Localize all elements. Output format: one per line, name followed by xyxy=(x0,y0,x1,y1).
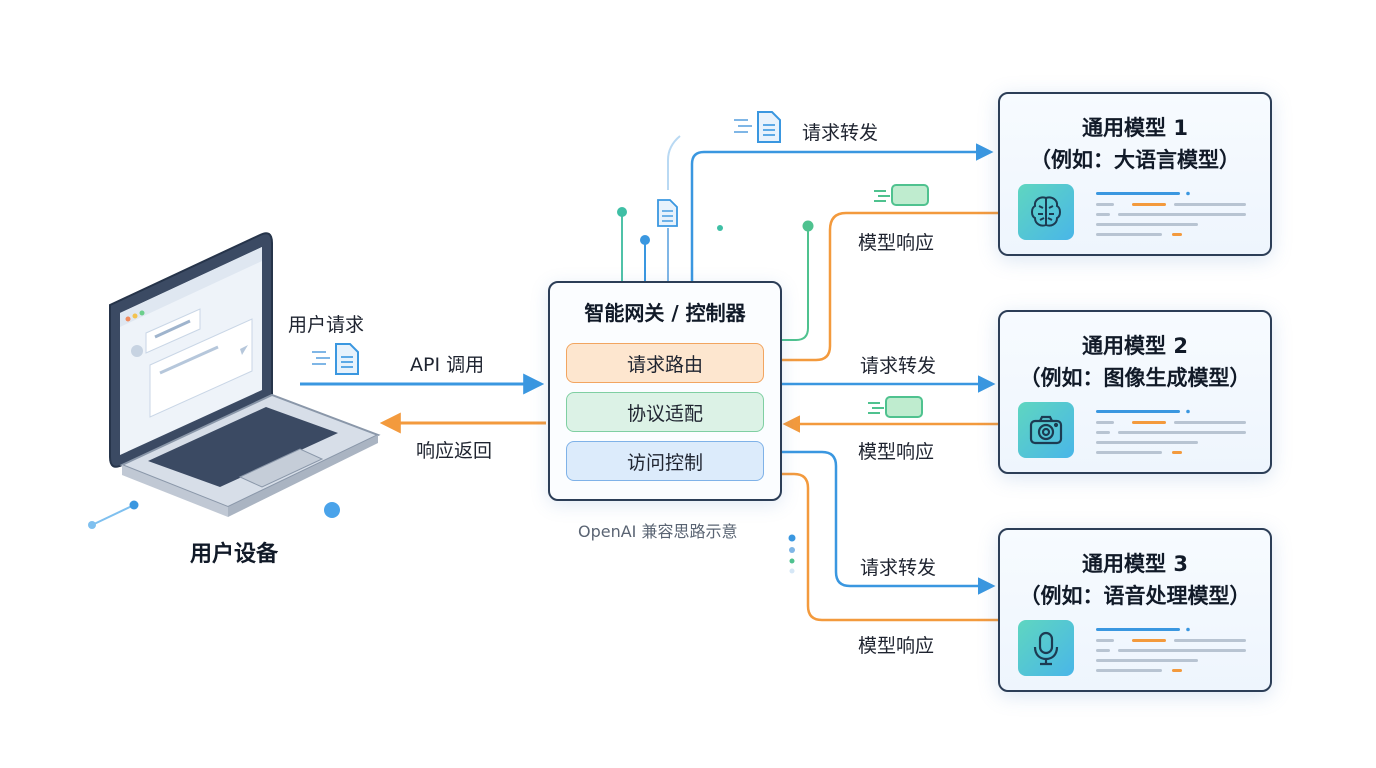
document-icon xyxy=(312,343,359,375)
response-label-model-3: 模型响应 xyxy=(858,635,935,657)
laptop-icon xyxy=(109,232,381,517)
model-subtitle: （例如：图像生成模型） xyxy=(1019,366,1251,390)
data-packet-icon xyxy=(868,396,923,418)
microphone-icon xyxy=(1018,620,1074,676)
green-link xyxy=(780,228,809,341)
content-lines xyxy=(1096,409,1246,454)
camera-icon xyxy=(1018,402,1074,458)
forward-label-model-2: 请求转发 xyxy=(860,355,937,377)
response-label-model-2: 模型响应 xyxy=(858,441,935,463)
user-request-label: 用户请求 xyxy=(288,314,365,336)
forward-label-model-3: 请求转发 xyxy=(860,557,937,579)
module-protocol-adaptation: 协议适配 xyxy=(566,392,764,432)
model-title: 通用模型 1 xyxy=(1082,116,1188,140)
device-label: 用户设备 xyxy=(190,542,279,567)
forward-arrow-model-3 xyxy=(780,450,996,595)
document-icon xyxy=(657,199,678,227)
model-card-2: 通用模型 2 （例如：图像生成模型） xyxy=(998,310,1272,474)
response-label-model-1: 模型响应 xyxy=(858,232,935,254)
response-line-model-3 xyxy=(780,472,998,622)
module-request-routing: 请求路由 xyxy=(566,343,764,383)
gateway-box: 智能网关 / 控制器 请求路由 协议适配 访问控制 xyxy=(548,281,782,501)
gateway-title: 智能网关 / 控制器 xyxy=(584,301,746,325)
model-title: 通用模型 3 xyxy=(1082,552,1188,576)
model-card-1: 通用模型 1 （例如：大语言模型） xyxy=(998,92,1272,256)
api-call-label: API 调用 xyxy=(410,354,485,376)
model-title: 通用模型 2 xyxy=(1082,334,1188,358)
response-return-label: 响应返回 xyxy=(416,440,493,462)
model-card-3: 通用模型 3 （例如：语音处理模型） xyxy=(998,528,1272,692)
forward-arrow-model-1 xyxy=(690,143,994,281)
content-lines xyxy=(1096,627,1246,672)
diagram-note: OpenAI 兼容思路示意 xyxy=(578,522,738,541)
document-icon xyxy=(734,111,781,143)
module-access-control: 访问控制 xyxy=(566,441,764,481)
content-lines xyxy=(1096,191,1246,236)
response-line-model-1 xyxy=(780,211,998,362)
forward-label-model-1: 请求转发 xyxy=(802,122,879,144)
data-packet-icon xyxy=(874,184,929,206)
model-subtitle: （例如：语音处理模型） xyxy=(1019,584,1251,608)
brain-icon xyxy=(1018,184,1074,240)
model-subtitle: （例如：大语言模型） xyxy=(1030,148,1240,172)
